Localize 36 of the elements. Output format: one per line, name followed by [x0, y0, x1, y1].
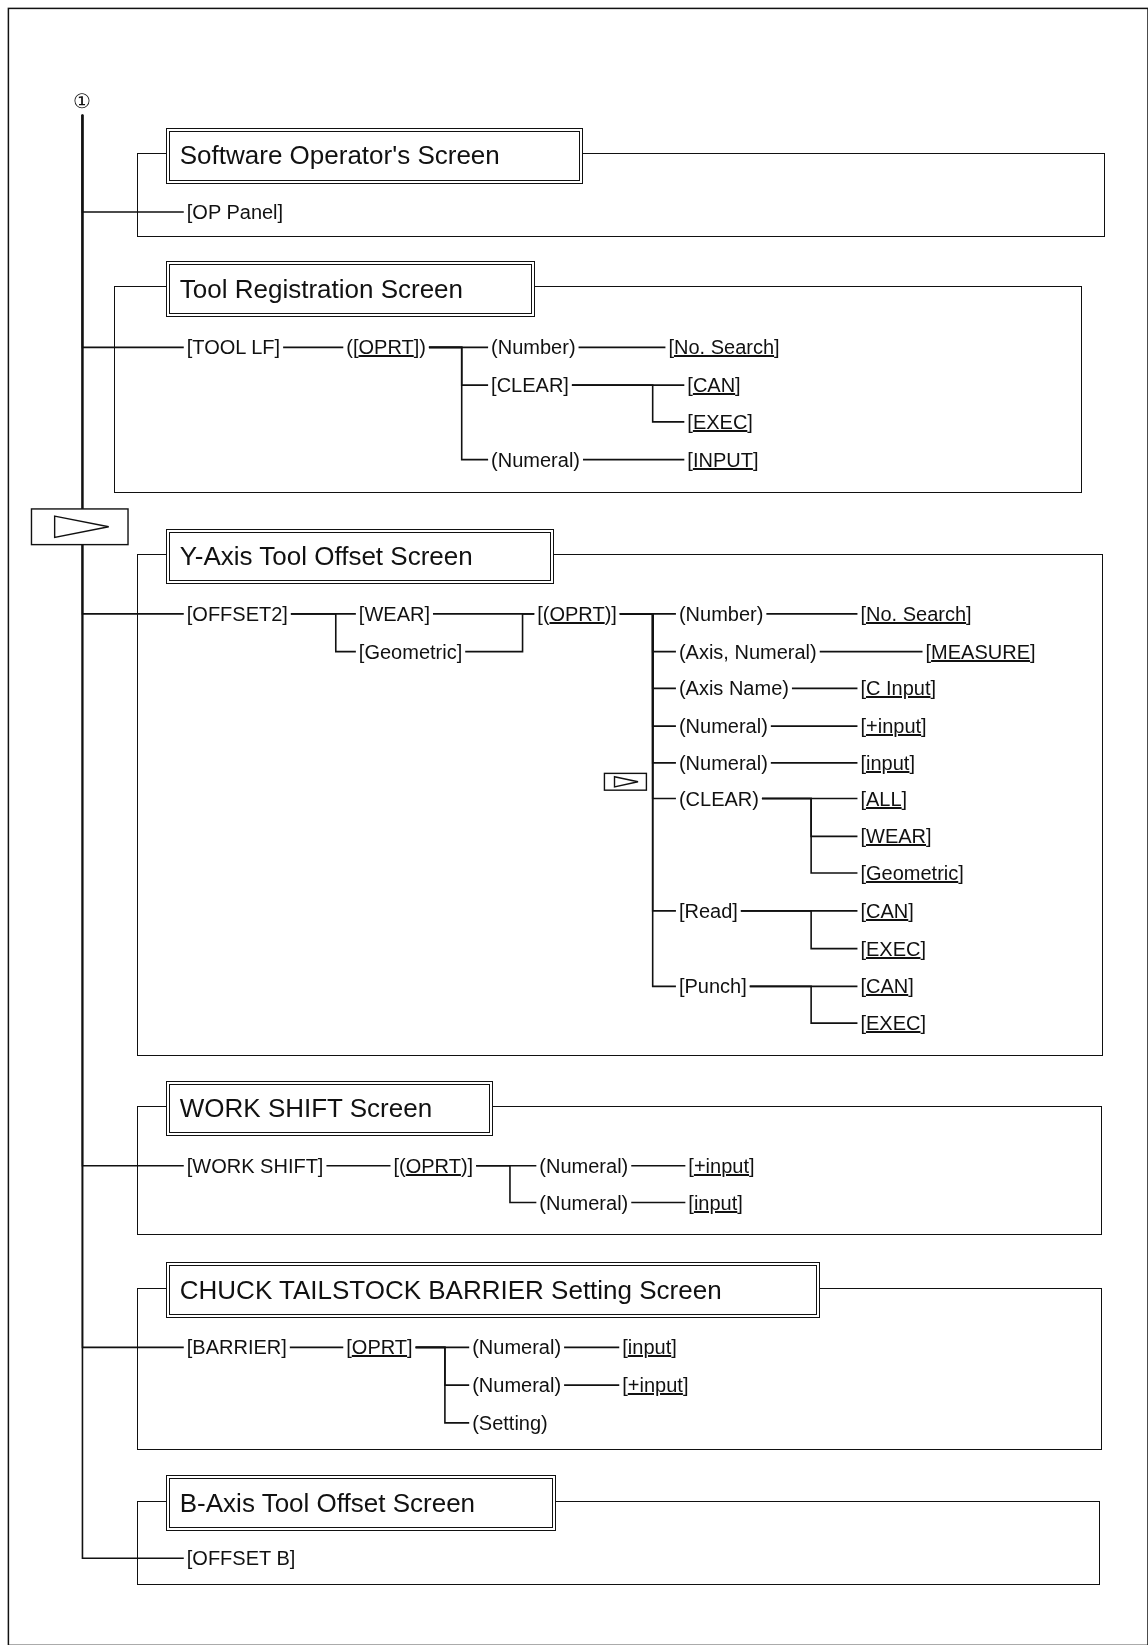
screen-panel — [137, 1262, 1102, 1451]
screen-title: CHUCK TAILSTOCK BARRIER Setting Screen — [165, 1262, 820, 1318]
connector-line — [791, 687, 859, 690]
connector-line — [740, 910, 859, 950]
connector-line — [325, 1165, 392, 1167]
screen-panel — [137, 128, 1105, 238]
screen-panel — [114, 261, 1082, 494]
screen-panel — [137, 528, 1103, 1056]
screen-title: Software Operator's Screen — [165, 128, 584, 184]
connector-line — [765, 613, 859, 615]
connector-line — [577, 346, 667, 349]
connector-line — [563, 1384, 621, 1386]
screen-title: B-Axis Tool Offset Screen — [165, 1475, 557, 1531]
connector-line — [563, 1346, 621, 1349]
connector-line — [770, 762, 859, 764]
screen-title: Y-Axis Tool Offset Screen — [165, 528, 555, 585]
connector-line — [475, 1165, 538, 1204]
connector-line — [630, 1165, 687, 1167]
connector-line — [630, 1201, 687, 1204]
connector-line — [571, 384, 686, 423]
connector-line — [748, 985, 859, 1024]
connector-line — [414, 1346, 470, 1424]
connector-line — [428, 346, 489, 461]
connector-line — [289, 1346, 345, 1349]
connector-line — [770, 725, 859, 727]
connector-line — [761, 797, 859, 874]
connector-line — [619, 613, 677, 988]
connector-line — [582, 458, 686, 461]
screen-panel — [137, 1080, 1102, 1236]
connector-line — [282, 346, 345, 349]
screen-panel — [137, 1475, 1100, 1585]
screen-title: WORK SHIFT Screen — [165, 1080, 494, 1137]
connector-line — [464, 613, 536, 653]
screen-title: Tool Registration Screen — [165, 261, 536, 317]
connector-line — [290, 613, 357, 653]
connector-line — [818, 650, 924, 653]
